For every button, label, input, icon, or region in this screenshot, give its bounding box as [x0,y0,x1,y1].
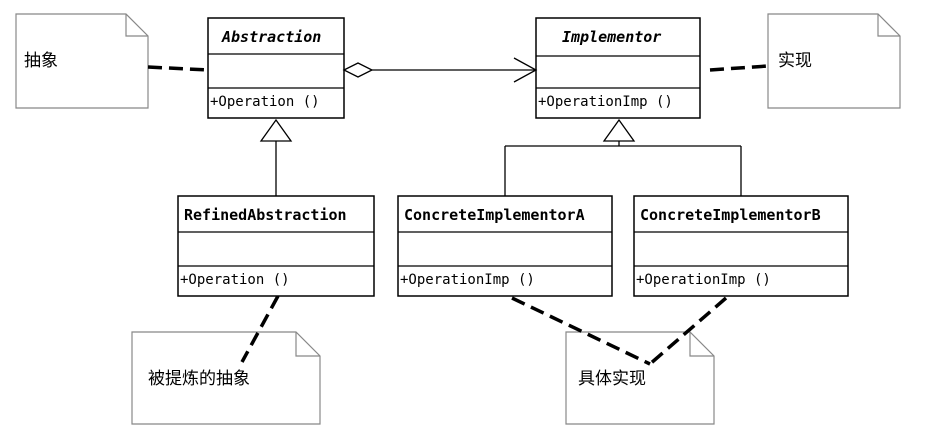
class-refined-abstraction-op: +Operation () [180,272,290,288]
inheritance-triangle-implementor [602,118,636,142]
class-abstraction: Abstraction +Operation () [207,17,345,119]
note-concrete: 具体实现 [565,331,715,425]
note-implementor-text: 实现 [778,51,812,71]
note-refined-text: 被提炼的抽象 [148,369,250,389]
note-link-concrete-a [511,296,651,366]
note-link-implementor [709,64,769,72]
class-refined-abstraction-name: RefinedAbstraction [184,206,347,224]
class-abstraction-op: +Operation () [210,94,320,110]
class-implementor: Implementor +OperationImp () [535,17,701,119]
class-concrete-implementor-a: ConcreteImplementorA +OperationImp () [397,195,613,297]
class-concrete-implementor-b-name: ConcreteImplementorB [640,206,821,224]
class-abstraction-name: Abstraction [221,28,321,46]
class-refined-abstraction: RefinedAbstraction +Operation () [177,195,375,297]
note-implementor: 实现 [767,13,901,109]
generalization-concrete [504,118,742,196]
class-concrete-implementor-a-op: +OperationImp () [400,272,535,288]
class-concrete-implementor-a-name: ConcreteImplementorA [404,206,585,224]
navigation-arrowhead [513,57,538,83]
note-refined: 被提炼的抽象 [131,331,321,425]
note-link-concrete-b [648,296,728,366]
class-implementor-name: Implementor [562,28,661,46]
note-link-abstraction [147,65,209,72]
note-abstraction: 抽象 [15,13,149,109]
note-concrete-text: 具体实现 [578,369,646,389]
note-link-refined [240,295,280,363]
inheritance-triangle-abstraction [259,118,293,142]
class-implementor-op: +OperationImp () [538,94,673,110]
generalization-refined [259,118,293,196]
note-abstraction-text: 抽象 [24,51,58,71]
aggregation-relation [342,57,538,83]
class-concrete-implementor-b-op: +OperationImp () [636,272,771,288]
aggregation-diamond [342,62,374,78]
class-concrete-implementor-b: ConcreteImplementorB +OperationImp () [633,195,849,297]
